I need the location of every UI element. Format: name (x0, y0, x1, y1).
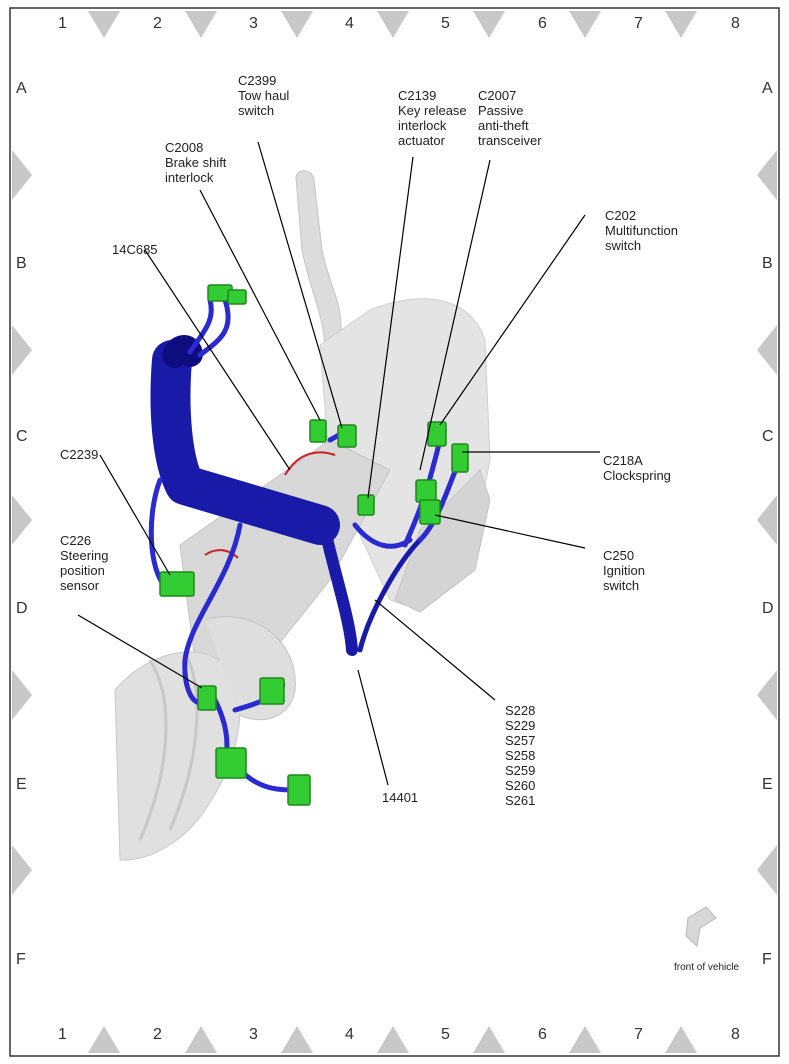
connector-lower-a (215, 747, 247, 779)
connectors (159, 284, 469, 806)
grid-row-d: D (16, 600, 28, 617)
label-c218a: C218A Clockspring (603, 453, 671, 483)
connector-c2239 (159, 571, 195, 597)
grid-row-d-right: D (762, 600, 774, 617)
grid-col-5-bottom: 5 (441, 1026, 450, 1043)
connector-top-b (227, 289, 247, 305)
connector-lower-b (287, 774, 311, 806)
grid-markers-horizontal (88, 11, 697, 1053)
grid-col-5: 5 (441, 15, 450, 32)
grid-col-4-bottom: 4 (345, 1026, 354, 1043)
label-c226: C226 Steering position sensor (60, 533, 109, 593)
grid-col-6-bottom: 6 (538, 1026, 547, 1043)
connector-c2139 (357, 494, 375, 516)
grid-col-8: 8 (731, 15, 740, 32)
diagram-border (9, 7, 780, 1057)
connector-c2007 (415, 479, 437, 503)
grid-col-2: 2 (153, 15, 162, 32)
grid-col-7: 7 (634, 15, 643, 32)
label-c250: C250 Ignition switch (603, 548, 645, 593)
front-of-vehicle-label: front of vehicle (674, 962, 740, 973)
label-14401: 14401 (382, 790, 419, 805)
grid-row-b-right: B (762, 255, 773, 272)
grid-markers-vertical (12, 150, 777, 895)
label-c2239: C2239 (60, 447, 99, 462)
grid-row-b: B (16, 255, 27, 272)
connector-c250 (419, 499, 441, 525)
connector-c2008 (309, 419, 327, 443)
label-c2007: C2007 Passive anti-theft transceiver (478, 88, 542, 148)
grid-col-8-bottom: 8 (731, 1026, 740, 1043)
grid-row-a: A (16, 80, 27, 97)
grid-col-1: 1 (58, 15, 67, 32)
grid-col-2-bottom: 2 (153, 1026, 162, 1043)
grid-row-c-right: C (762, 428, 774, 445)
label-14c685: 14C685 (112, 242, 158, 257)
grid-row-f: F (16, 951, 26, 968)
grid-row-e-right: E (762, 776, 773, 793)
label-c2399: C2399 Tow haul switch (238, 73, 290, 118)
label-splices: S228 S229 S257 S258 S259 S260 S261 (505, 703, 536, 808)
connector-c202 (427, 421, 447, 447)
label-c2139: C2139 Key release interlock actuator (398, 88, 467, 148)
grid-col-3-bottom: 3 (249, 1026, 258, 1043)
grid-col-7-bottom: 7 (634, 1026, 643, 1043)
leader-lines (77, 141, 600, 786)
grid-row-f-right: F (762, 951, 772, 968)
connector-c2399 (337, 424, 357, 448)
grid-col-1-bottom: 1 (58, 1026, 67, 1043)
front-of-vehicle-arrow-icon (685, 906, 717, 947)
connector-c218a (451, 443, 469, 473)
grid-row-a-right: A (762, 80, 773, 97)
grid-col-3: 3 (249, 15, 258, 32)
connector-c226 (197, 685, 217, 711)
grid-col-6: 6 (538, 15, 547, 32)
label-c202: C202 Multifunction switch (605, 208, 678, 253)
connector-right-boot (259, 677, 285, 705)
grid-row-e: E (16, 776, 27, 793)
label-c2008: C2008 Brake shift interlock (165, 140, 227, 185)
grid-row-c: C (16, 428, 28, 445)
grid-col-4: 4 (345, 15, 354, 32)
